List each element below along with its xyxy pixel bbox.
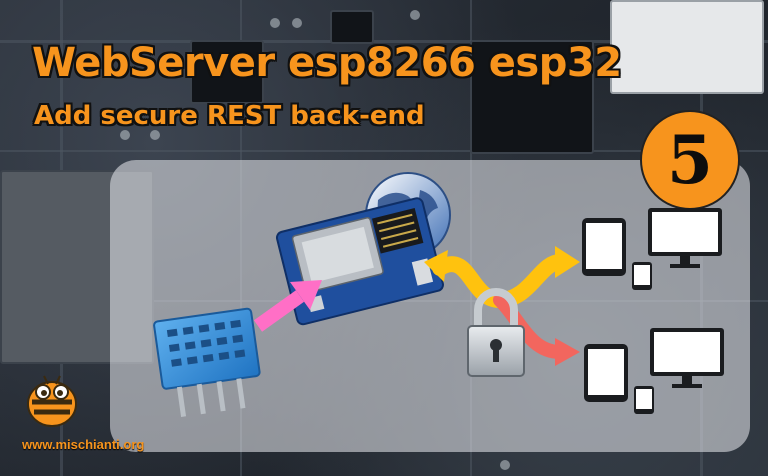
bee-logo-icon <box>27 375 77 427</box>
dht-sensor-icon <box>153 307 261 417</box>
phone-icon <box>632 262 652 290</box>
phone-icon <box>634 386 654 414</box>
episode-number: 5 <box>667 121 713 199</box>
monitor-icon <box>650 328 724 388</box>
page-subtitle: Add secure REST back-end <box>34 101 425 131</box>
episode-number-badge: 5 <box>640 110 740 210</box>
tablet-icon <box>584 344 628 402</box>
tablet-icon <box>582 218 626 276</box>
sensor-to-board-arrow <box>253 280 322 332</box>
site-url-text: www.mischianti.org <box>22 437 145 452</box>
page-title: WebServer esp8266 esp32 <box>32 40 622 86</box>
esp-board-icon <box>275 197 444 326</box>
padlock-icon <box>467 288 525 377</box>
monitor-icon <box>648 208 722 268</box>
data-flow-arrows <box>424 246 580 366</box>
